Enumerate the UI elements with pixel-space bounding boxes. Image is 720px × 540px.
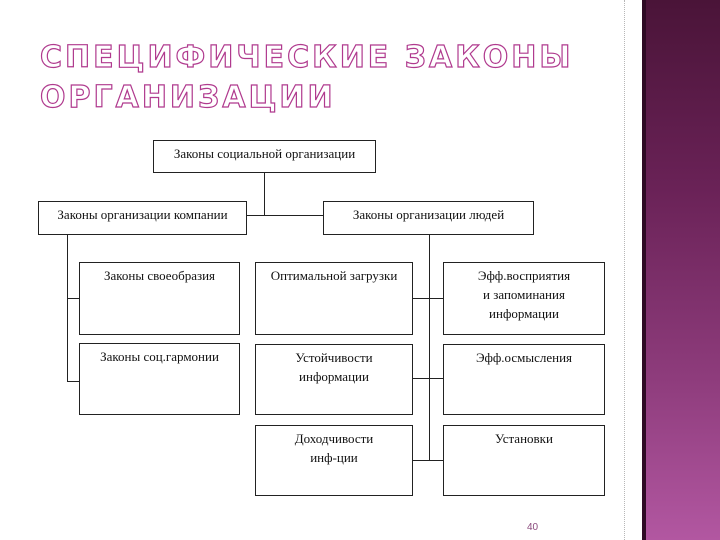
- connector-people-trunk: [429, 234, 430, 461]
- box-middle-item-3-label: Доходчивости инф-ции: [294, 431, 374, 465]
- box-right-item-1: Эфф.восприятия и запоминания информации: [443, 262, 605, 335]
- box-company: Законы организации компании: [38, 201, 247, 235]
- connector-company-item-2: [67, 381, 80, 382]
- page-number: 40: [527, 522, 539, 533]
- title-line-2: ОРГАНИЗАЦИИ: [39, 79, 336, 115]
- box-people: Законы организации людей: [323, 201, 534, 235]
- box-middle-item-1: Оптимальной загрузки: [255, 262, 413, 335]
- box-right-item-3: Установки: [443, 425, 605, 496]
- connector-people-row-3: [412, 460, 444, 461]
- box-middle-item-3: Доходчивости инф-ции: [255, 425, 413, 496]
- box-right-item-2: Эфф.осмысления: [443, 344, 605, 415]
- box-right-item-1-label: Эфф.восприятия и запоминания информации: [477, 268, 571, 321]
- decorative-panel-edge: [642, 0, 646, 540]
- box-people-label: Законы организации людей: [352, 207, 505, 222]
- slide-title: СПЕЦИФИЧЕСКИЕ ЗАКОНЫ ОРГАНИЗАЦИИ: [39, 38, 574, 118]
- connector-root-down: [264, 172, 265, 216]
- box-company-item-1-label: Законы своеобразия: [103, 268, 216, 283]
- box-company-item-2: Законы соц.гармонии: [79, 343, 240, 415]
- title-line-1: СПЕЦИФИЧЕСКИЕ ЗАКОНЫ: [39, 39, 574, 75]
- panel-divider: [624, 0, 626, 540]
- decorative-side-panel: [642, 0, 720, 540]
- box-company-item-1: Законы своеобразия: [79, 262, 240, 335]
- box-middle-item-1-label: Оптимальной загрузки: [270, 268, 398, 283]
- box-middle-item-2: Устойчивости информации: [255, 344, 413, 415]
- box-middle-item-2-label: Устойчивости информации: [295, 350, 373, 384]
- connector-company-trunk: [67, 234, 68, 382]
- box-company-label: Законы организации компании: [57, 207, 228, 222]
- box-company-item-2-label: Законы соц.гармонии: [100, 349, 219, 364]
- connector-company-item-1: [67, 298, 80, 299]
- connector-level1-horizontal: [245, 215, 325, 216]
- box-root: Законы социальной организации: [153, 140, 376, 173]
- connector-people-row-1: [412, 298, 444, 299]
- box-root-label: Законы социальной организации: [173, 146, 356, 161]
- box-right-item-2-label: Эфф.осмысления: [475, 350, 573, 365]
- connector-people-row-2: [412, 378, 444, 379]
- box-right-item-3-label: Установки: [495, 431, 553, 446]
